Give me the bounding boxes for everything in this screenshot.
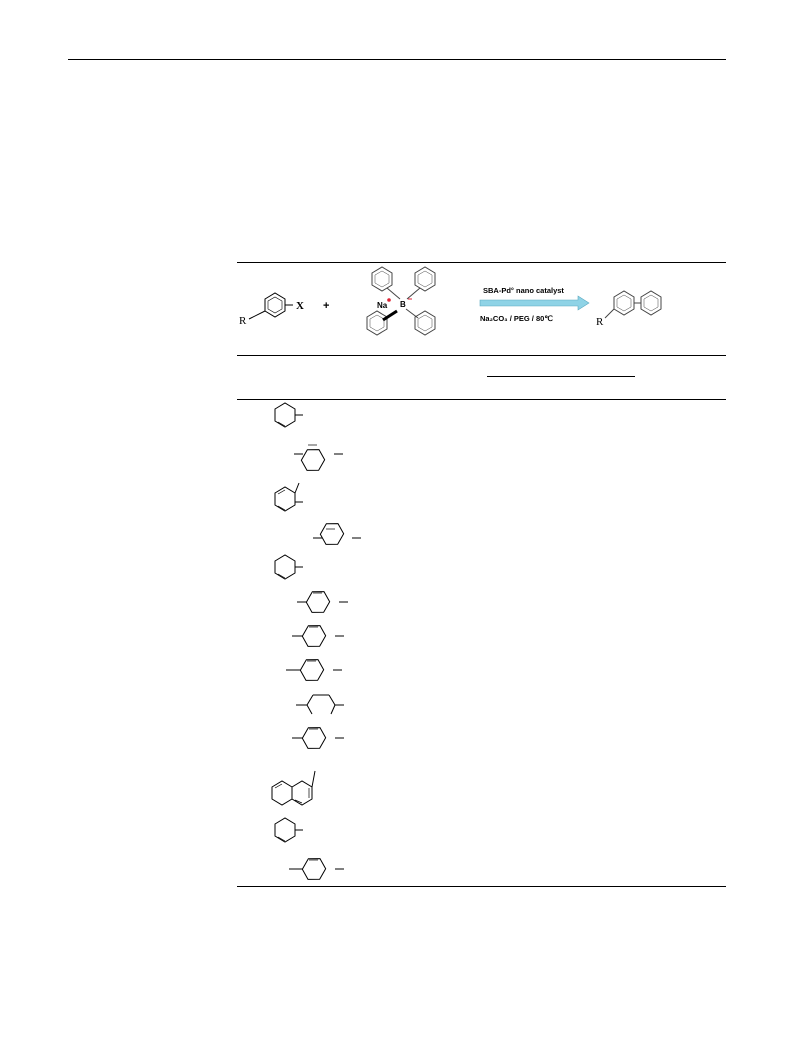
biphenyl-product-structure xyxy=(604,290,662,319)
phenyl-icon xyxy=(274,817,303,843)
reactant-r-label: R xyxy=(239,315,247,327)
arrow-bottom-label: Na₂CO₃ / PEG / 80℃ xyxy=(480,314,553,323)
phenyl-icon xyxy=(274,554,303,580)
page-header-rule xyxy=(68,59,726,60)
naphthyl-icon xyxy=(271,770,316,806)
p-phenylene-icon xyxy=(292,727,344,749)
arrow-top-label: SBA-Pd° nano catalyst xyxy=(483,286,564,295)
phenyl-icon xyxy=(274,402,303,428)
reaction-scheme: R X + Na B SBA-Pd° nano catalyst Na₂CO₃ … xyxy=(239,266,662,336)
substrate-structures xyxy=(271,402,361,880)
p-phenylene-icon xyxy=(294,444,343,471)
sodium-label: Na xyxy=(377,301,388,310)
table-bottom-rule xyxy=(237,886,726,887)
product-r-label: R xyxy=(596,316,604,328)
leaving-group-label: X xyxy=(296,300,304,312)
p-phenylene-icon xyxy=(289,858,344,880)
p-phenylene-icon xyxy=(286,659,342,681)
p-phenylene-icon xyxy=(313,523,361,545)
positive-charge-mark xyxy=(387,298,391,302)
boron-label: B xyxy=(400,300,406,309)
o-tolyl-icon xyxy=(274,482,303,512)
tetraphenylborate-structure xyxy=(366,266,436,336)
p-phenylene-icon xyxy=(296,694,344,715)
scheme-rule xyxy=(237,355,726,356)
p-phenylene-icon xyxy=(292,625,344,647)
plus-sign: + xyxy=(323,300,329,312)
header-bottom-rule xyxy=(237,399,726,400)
table-top-rule xyxy=(237,262,726,263)
column-group-rule xyxy=(487,376,635,377)
aryl-halide-structure xyxy=(248,292,293,320)
reaction-arrow xyxy=(479,295,590,311)
p-phenylene-icon xyxy=(297,591,348,613)
